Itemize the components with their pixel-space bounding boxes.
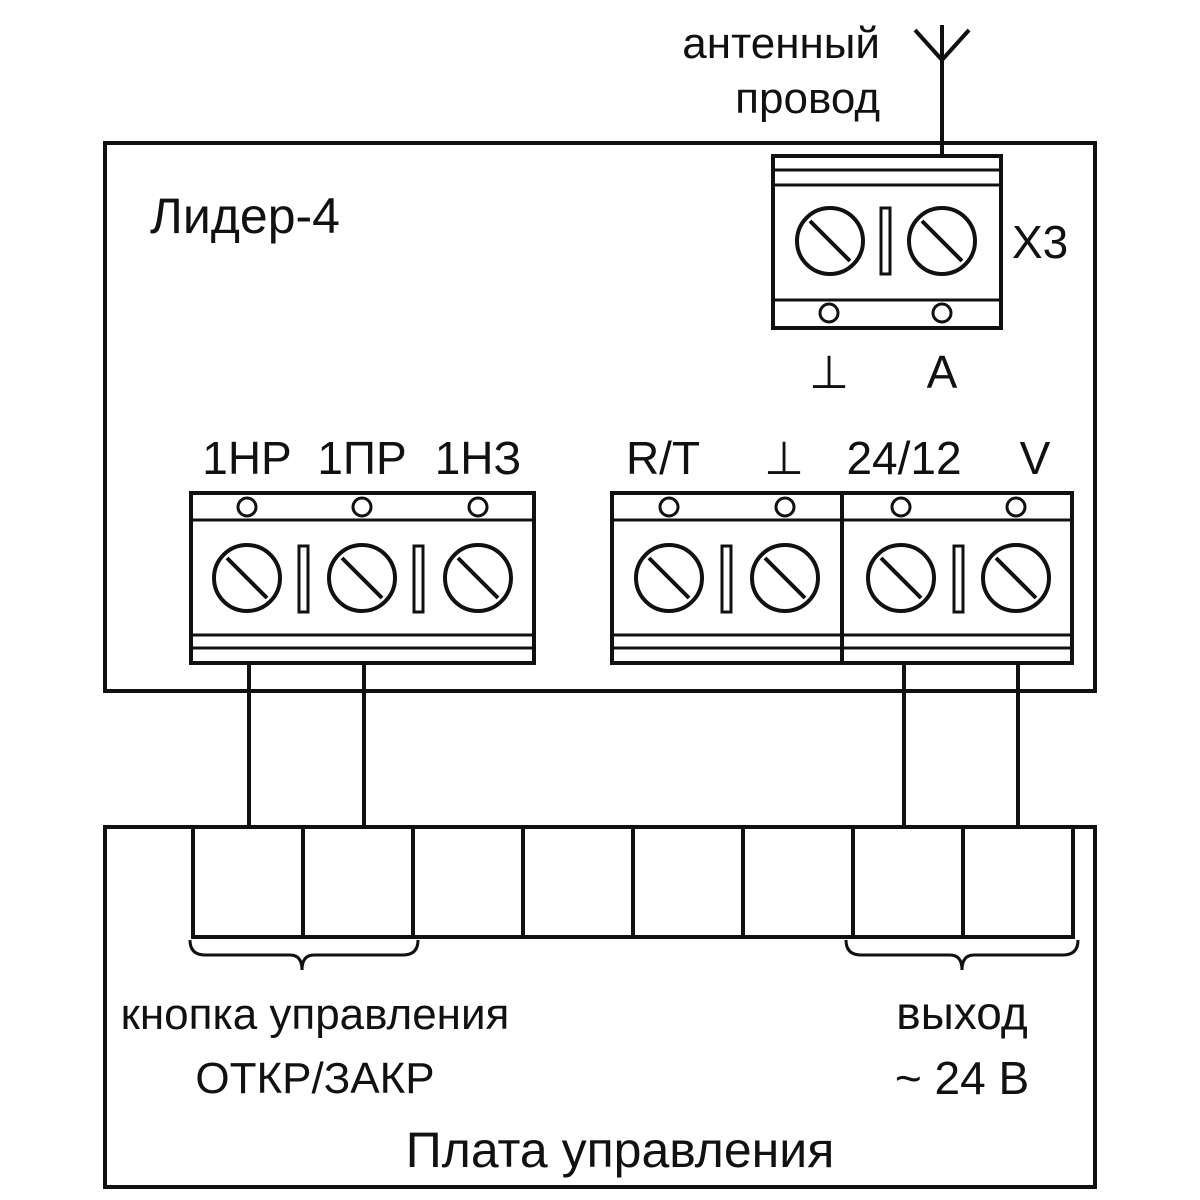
pin-hole-icon bbox=[236, 496, 258, 518]
pin-hole-icon bbox=[890, 496, 912, 518]
antenna-branch-left bbox=[913, 28, 944, 62]
terminal-block-x3 bbox=[771, 154, 1003, 330]
pin-hole-icon bbox=[774, 496, 796, 518]
separator-icon bbox=[297, 544, 310, 614]
terminal-block-left bbox=[189, 491, 536, 665]
screw-icon bbox=[443, 543, 513, 613]
board-title: Плата управления bbox=[406, 1122, 835, 1178]
separator-icon bbox=[412, 544, 425, 614]
screw-icon bbox=[212, 543, 282, 613]
pin-label-ground: ⊥ bbox=[764, 432, 804, 484]
brace-right-icon bbox=[844, 939, 1080, 971]
pin-hole-icon bbox=[467, 496, 489, 518]
screw-icon bbox=[634, 543, 704, 613]
antenna-branch-right bbox=[940, 28, 971, 62]
pin-label-rt: R/T bbox=[626, 432, 700, 484]
x3-pin-ground: ⊥ bbox=[809, 346, 849, 398]
pin-label-24-12: 24/12 bbox=[846, 432, 961, 484]
separator-icon bbox=[879, 206, 892, 276]
pin-label-v: V bbox=[1020, 432, 1051, 484]
pin-label-1nr: 1НР bbox=[202, 432, 291, 484]
pin-label-1nz: 1НЗ bbox=[435, 432, 522, 484]
device-box bbox=[103, 141, 1097, 693]
terminal-block-right bbox=[610, 491, 1074, 665]
left-note-line1: кнопка управления bbox=[121, 990, 510, 1039]
screw-icon bbox=[795, 206, 865, 276]
x3-label: X3 bbox=[1012, 216, 1068, 268]
pin-hole-icon bbox=[658, 496, 680, 518]
screw-icon bbox=[981, 543, 1051, 613]
brace-left-icon bbox=[188, 939, 420, 971]
pin-hole-icon bbox=[818, 302, 840, 324]
antenna bbox=[913, 25, 971, 155]
device-name: Лидер-4 bbox=[150, 188, 340, 244]
wires bbox=[247, 663, 1020, 827]
right-note-line1: выход bbox=[896, 987, 1028, 1039]
right-note-line2: ~ 24 В bbox=[895, 1052, 1029, 1104]
antenna-label-line2: провод bbox=[735, 74, 880, 123]
screw-icon bbox=[750, 543, 820, 613]
board-terminal-strip bbox=[191, 825, 1075, 939]
antenna-label-line1: антенный bbox=[682, 19, 880, 68]
x3-pin-a: A bbox=[927, 346, 958, 398]
pin-hole-icon bbox=[351, 496, 373, 518]
left-note-line2: ОТКР/ЗАКР bbox=[195, 1054, 434, 1103]
screw-icon bbox=[866, 543, 936, 613]
pin-hole-icon bbox=[1005, 496, 1027, 518]
separator-icon bbox=[952, 544, 965, 614]
separator-icon bbox=[720, 544, 733, 614]
screw-icon bbox=[907, 206, 977, 276]
pin-hole-icon bbox=[931, 302, 953, 324]
screw-icon bbox=[327, 543, 397, 613]
pin-label-1pr: 1ПР bbox=[317, 432, 406, 484]
